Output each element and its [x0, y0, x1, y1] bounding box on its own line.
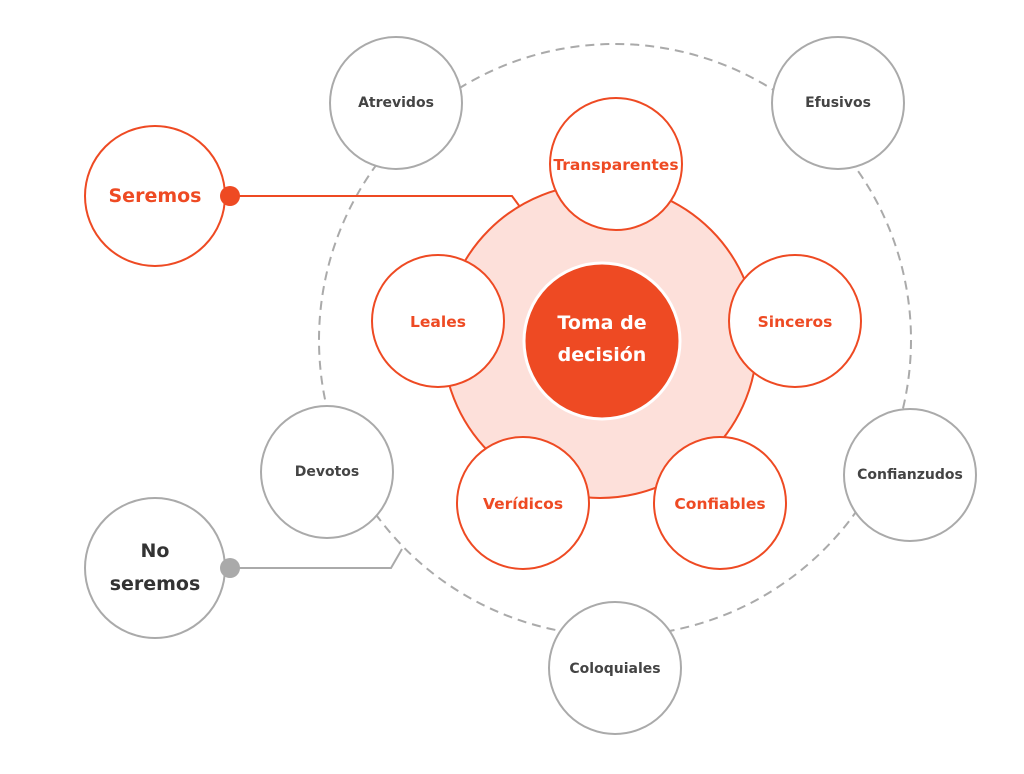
outer-dashed-ring: [318, 43, 912, 637]
inner-node-circle: [456, 436, 590, 570]
outer-node-label: Coloquiales: [569, 661, 660, 677]
inner-node-label: Sinceros: [758, 313, 833, 331]
inner-node-circle: [653, 436, 787, 570]
inner-node-veridicos: Verídicos: [456, 436, 590, 570]
no-seremos-connector-line: [230, 548, 403, 569]
legend-seremos-label: Seremos: [109, 185, 202, 207]
legend-no-seremos-circle: [84, 497, 226, 639]
outer-node-devotos: Devotos: [260, 405, 394, 539]
center-label-line2: decisión: [558, 344, 647, 366]
outer-node-circle: [260, 405, 394, 539]
legend-seremos-dot: [220, 186, 240, 206]
outer-node-confianzudos: Confianzudos: [843, 408, 977, 542]
outer-node-circle: [771, 36, 905, 170]
center-label-line1: Toma de: [557, 312, 646, 334]
legend-no-seremos-label-line1: No: [141, 540, 170, 562]
outer-node-circle: [329, 36, 463, 170]
outer-node-efusivos: Efusivos: [771, 36, 905, 170]
legend-no-seremos-dot: [220, 558, 240, 578]
inner-node-circle: [728, 254, 862, 388]
outer-node-atrevidos: Atrevidos: [329, 36, 463, 170]
legend-no-seremos: No seremos: [84, 497, 240, 639]
outer-node-label: Confianzudos: [857, 467, 963, 483]
center-node: Toma de decisión: [522, 261, 682, 421]
inner-node-label: Leales: [410, 313, 466, 331]
outer-node-label: Efusivos: [805, 95, 871, 111]
outer-node-circle: [548, 601, 682, 735]
inner-node-transparentes: Transparentes: [549, 97, 683, 231]
outer-node-label: Devotos: [295, 464, 360, 480]
inner-node-leales: Leales: [371, 254, 505, 388]
inner-node-circle: [371, 254, 505, 388]
outer-node-coloquiales: Coloquiales: [548, 601, 682, 735]
seremos-connector-line: [230, 195, 524, 212]
inner-node-label: Verídicos: [483, 495, 563, 513]
outer-node-circle: [843, 408, 977, 542]
legend-seremos: Seremos: [84, 125, 240, 267]
outer-node-label: Atrevidos: [358, 95, 434, 111]
legend-no-seremos-label-line2: seremos: [110, 573, 201, 595]
inner-node-sinceros: Sinceros: [728, 254, 862, 388]
inner-node-label: Confiables: [674, 495, 765, 513]
inner-node-confiables: Confiables: [653, 436, 787, 570]
center-circle: [522, 261, 682, 421]
inner-node-circle: [549, 97, 683, 231]
inner-node-label: Transparentes: [553, 156, 678, 174]
